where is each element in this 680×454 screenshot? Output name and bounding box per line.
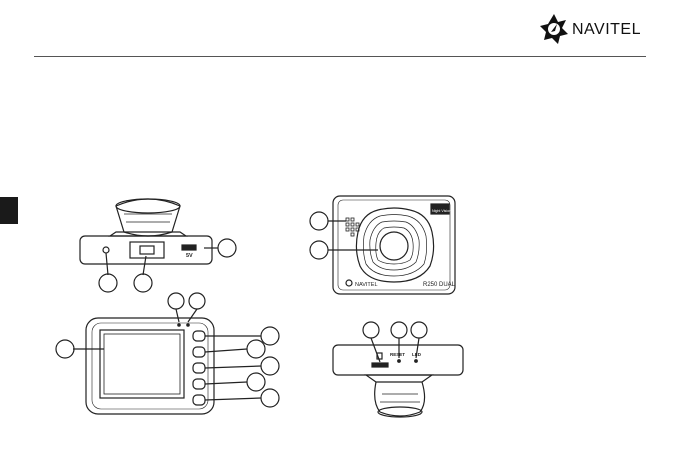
- model-label: R250 DUAL: [423, 282, 456, 288]
- camera-top-view: [333, 322, 463, 417]
- usb-port-label: 5V: [186, 253, 193, 259]
- reset-label: RESET: [390, 352, 405, 357]
- front-brand-label: NAVITEL: [355, 282, 378, 288]
- led-label: LED: [412, 352, 422, 357]
- night-vision-badge: Night Vision: [432, 209, 451, 213]
- camera-bottom-view: [80, 199, 236, 292]
- camera-back-view: [56, 293, 279, 414]
